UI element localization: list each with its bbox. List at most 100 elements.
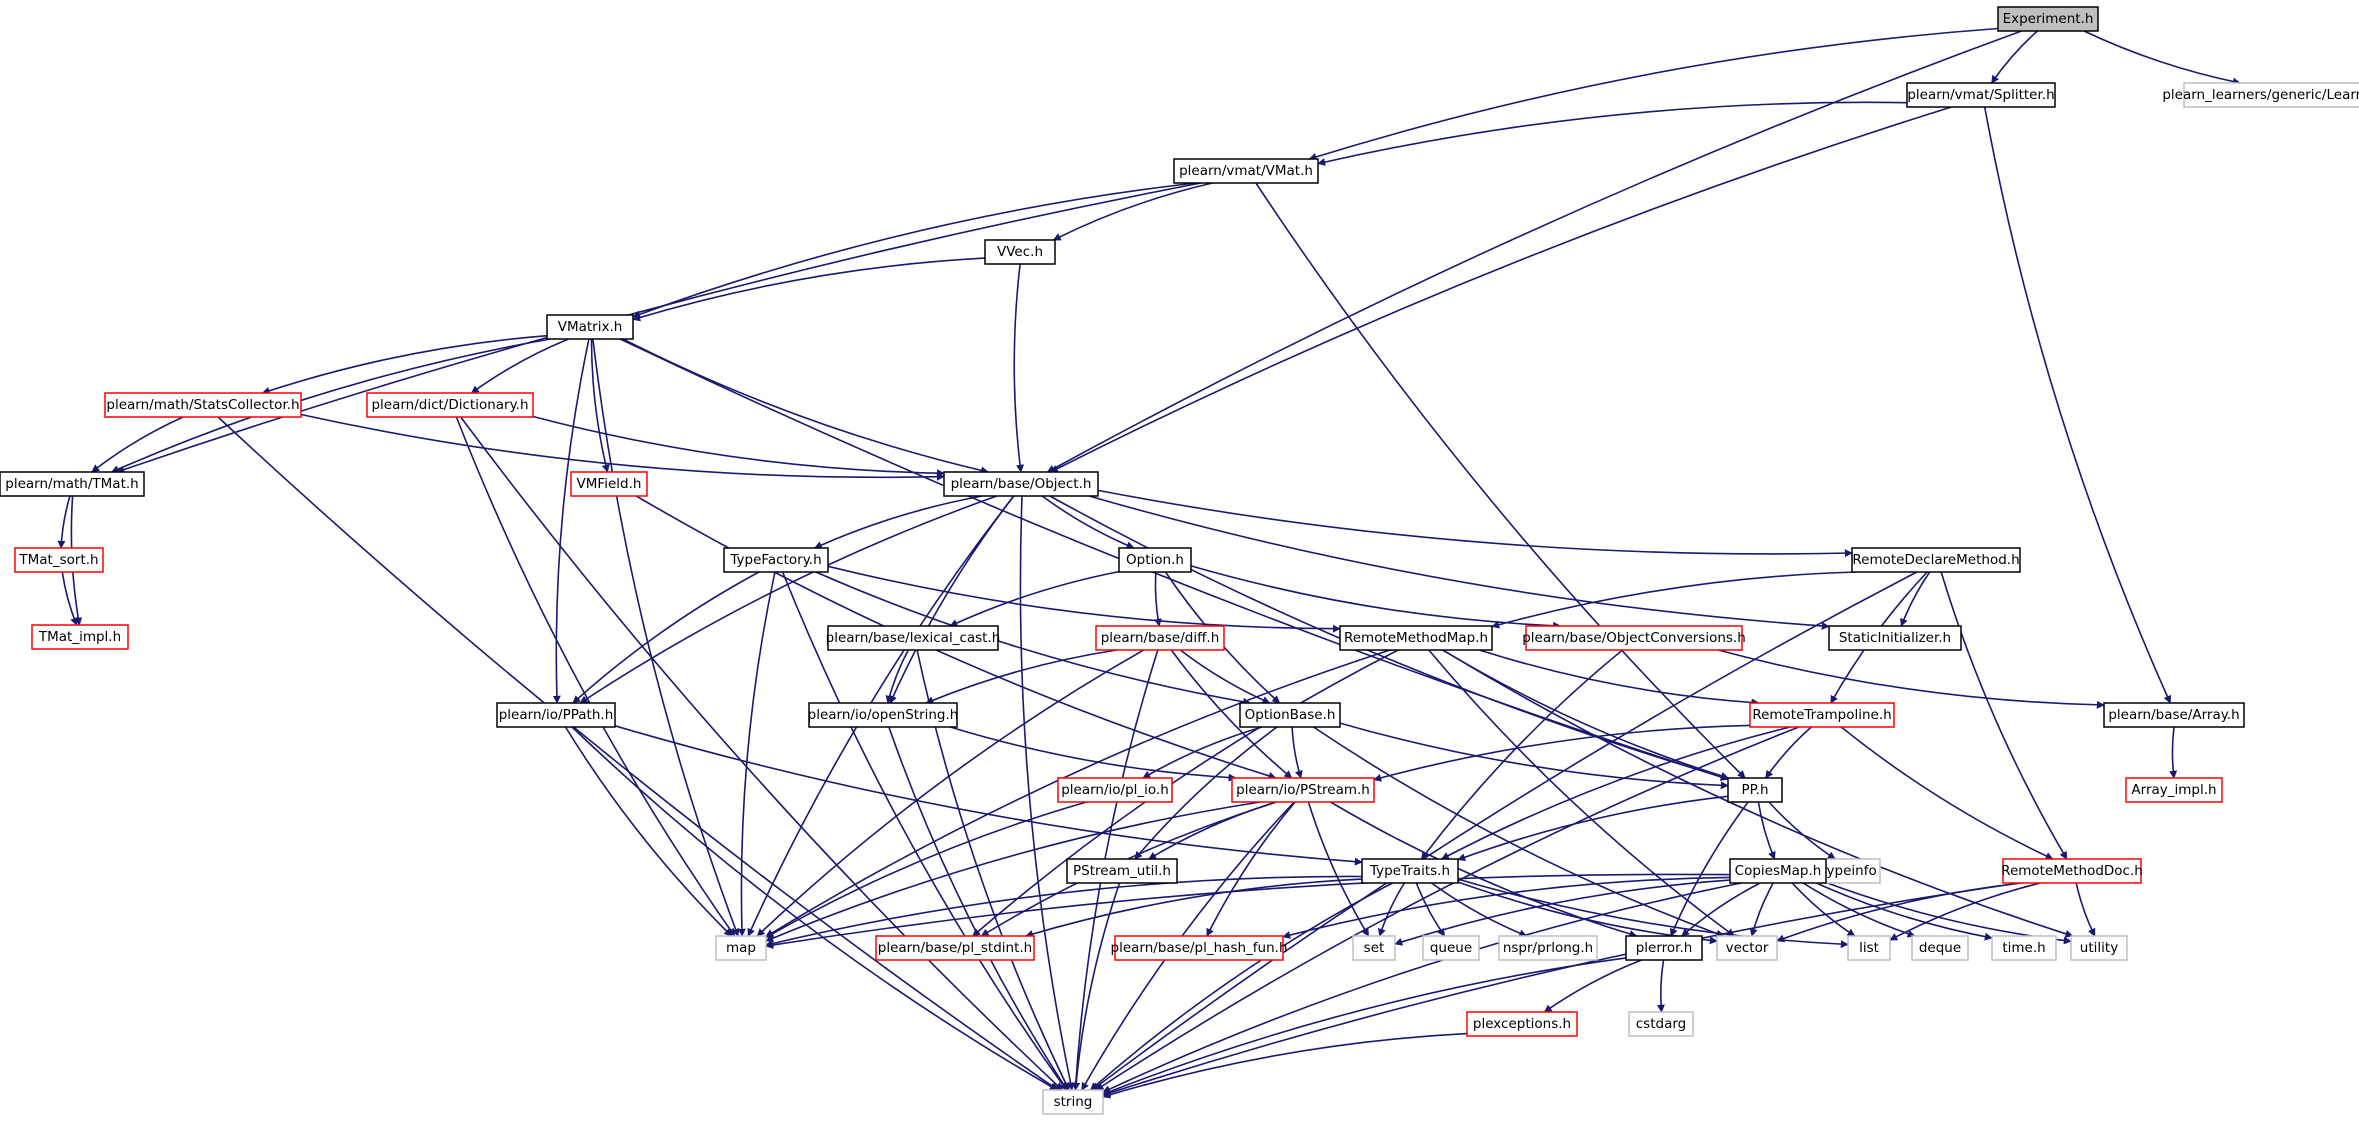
edge-optionbase-to-pp — [1339, 722, 1729, 790]
node-objconv[interactable]: plearn/base/ObjectConversions.h — [1522, 625, 1746, 651]
node-label-staticinit: StaticInitializer.h — [1839, 630, 1951, 646]
node-label-pstream: plearn/io/PStream.h — [1236, 782, 1370, 798]
node-timeh: time.h — [1991, 935, 2057, 961]
edge-vmatrix-to-object — [622, 338, 989, 475]
node-box-typefactory — [723, 547, 829, 573]
edge-experiment-to-learner — [2083, 30, 2241, 86]
edge-vmat-to-tmat — [116, 182, 1202, 474]
node-label-typetraits: TypeTraits.h — [1369, 863, 1450, 879]
node-label-plhashfun: plearn/base/pl_hash_fun.h — [1111, 940, 1288, 956]
node-deque: deque — [1911, 935, 1969, 961]
edge-plexceptions-to-string — [1102, 1032, 1468, 1099]
node-remotemethoddoc[interactable]: RemoteMethodDoc.h — [2001, 858, 2143, 884]
edge-remotemethodmap-to-remotetramp — [1479, 649, 1760, 707]
edge-option-to-objconv — [1190, 565, 1562, 630]
edge-typefactory-to-ppath — [572, 571, 760, 704]
node-option[interactable]: Option.h — [1118, 547, 1192, 573]
node-label-plerror: plerror.h — [1636, 940, 1693, 956]
node-remotetramp[interactable]: RemoteTrampoline.h — [1749, 702, 1895, 728]
node-label-set: set — [1364, 940, 1385, 956]
edge-copiesmap-to-map — [765, 873, 1731, 949]
node-vmfield[interactable]: VMField.h — [570, 471, 648, 497]
node-experiment[interactable]: Experiment.h — [1997, 6, 2099, 32]
node-box-cstdarg — [1628, 1011, 1694, 1037]
node-tmat[interactable]: plearn/math/TMat.h — [0, 471, 145, 497]
node-label-string: string — [1054, 1094, 1093, 1110]
edge-option-to-lexicalcast — [949, 570, 1120, 627]
node-typetraits[interactable]: TypeTraits.h — [1361, 858, 1459, 884]
node-label-dictionary: plearn/dict/Dictionary.h — [371, 397, 528, 413]
edge-pstream-to-plhashfun — [1206, 801, 1296, 937]
node-diff[interactable]: plearn/base/diff.h — [1095, 625, 1225, 651]
node-box-tmatsort — [14, 547, 104, 573]
edge-pp-to-plerror — [1670, 801, 1749, 937]
node-plerror[interactable]: plerror.h — [1625, 935, 1703, 961]
edge-typetraits-to-plstdint — [1025, 878, 1363, 938]
node-label-deque: deque — [1919, 940, 1961, 956]
edge-ppath-to-typetraits — [614, 725, 1363, 866]
node-label-tmatimpl: TMat_impl.h — [38, 629, 121, 645]
node-staticinit[interactable]: StaticInitializer.h — [1828, 625, 1962, 651]
edge-object-to-openstring — [889, 495, 1015, 704]
node-label-lexicalcast: plearn/base/lexical_cast.h — [826, 630, 1001, 646]
node-splitter[interactable]: plearn/vmat/Splitter.h — [1906, 82, 2056, 108]
edge-object-to-ppath — [579, 495, 998, 704]
node-label-statscollector: plearn/math/StatsCollector.h — [106, 397, 299, 413]
node-remotedeclare[interactable]: RemoteDeclareMethod.h — [1851, 547, 2021, 573]
edge-pstream-to-map — [765, 801, 1261, 942]
node-openstring[interactable]: plearn/io/openString.h — [808, 702, 959, 728]
node-label-vector: vector — [1726, 940, 1769, 956]
node-label-pp: PP.h — [1741, 782, 1768, 798]
node-box-optionbase — [1239, 702, 1341, 728]
node-dictionary[interactable]: plearn/dict/Dictionary.h — [366, 392, 534, 418]
node-label-plstdint: plearn/base/pl_stdint.h — [878, 940, 1032, 956]
node-pp[interactable]: PP.h — [1727, 777, 1783, 803]
node-cstdarg: cstdarg — [1628, 1011, 1694, 1037]
edge-object-to-remotedeclare — [1097, 489, 1853, 558]
node-plexceptions[interactable]: plexceptions.h — [1466, 1011, 1578, 1037]
node-statscollector[interactable]: plearn/math/StatsCollector.h — [104, 392, 302, 418]
edge-vvec-to-vmatrix — [632, 257, 986, 322]
edge-typetraits-to-map — [765, 875, 1363, 948]
node-pstreamutil[interactable]: PStream_util.h — [1066, 858, 1178, 884]
node-typefactory[interactable]: TypeFactory.h — [723, 547, 829, 573]
edge-ppath-to-map — [564, 726, 733, 937]
edge-diff-to-pstream — [1170, 649, 1293, 779]
node-array[interactable]: plearn/base/Array.h — [2103, 702, 2245, 728]
edge-vvec-to-object — [1013, 263, 1024, 473]
node-pstream[interactable]: plearn/io/PStream.h — [1231, 777, 1375, 803]
node-box-lexicalcast — [827, 625, 999, 651]
edge-remotemethodmap-to-map — [765, 649, 1391, 938]
node-remotemethodmap[interactable]: RemoteMethodMap.h — [1339, 625, 1493, 651]
node-vmatrix[interactable]: VMatrix.h — [546, 314, 634, 340]
node-object[interactable]: plearn/base/Object.h — [943, 471, 1099, 497]
node-box-vmatrix — [546, 314, 634, 340]
edge-typefactory-to-remotemethodmap — [827, 565, 1341, 633]
edge-tmatsort-to-tmatimpl — [61, 571, 78, 626]
node-arrayimpl[interactable]: Array_impl.h — [2125, 777, 2223, 803]
node-tmatimpl[interactable]: TMat_impl.h — [31, 624, 129, 650]
node-box-remotetramp — [1749, 702, 1895, 728]
node-tmatsort[interactable]: TMat_sort.h — [14, 547, 104, 573]
node-plstdint[interactable]: plearn/base/pl_stdint.h — [875, 935, 1035, 961]
node-vmat[interactable]: plearn/vmat/VMat.h — [1173, 158, 1319, 184]
edge-remotedeclare-to-staticinit — [1900, 571, 1931, 627]
node-box-vmfield — [570, 471, 648, 497]
node-lexicalcast[interactable]: plearn/base/lexical_cast.h — [826, 625, 1001, 651]
node-box-pp — [1727, 777, 1783, 803]
edge-openstring-to-pstream — [949, 726, 1237, 782]
node-plhashfun[interactable]: plearn/base/pl_hash_fun.h — [1111, 935, 1288, 961]
node-box-openstring — [808, 702, 958, 728]
node-box-vector — [1716, 935, 1778, 961]
edge-typetraits-to-set — [1378, 882, 1406, 937]
edge-object-to-option — [1041, 495, 1135, 549]
edge-copiesmap-to-plhashfun — [1282, 876, 1731, 939]
node-plio[interactable]: plearn/io/pl_io.h — [1057, 777, 1173, 803]
node-vvec[interactable]: VVec.h — [984, 239, 1056, 265]
node-copiesmap[interactable]: CopiesMap.h — [1729, 858, 1827, 884]
edge-copiesmap-to-string — [1102, 882, 1742, 1093]
node-optionbase[interactable]: OptionBase.h — [1239, 702, 1341, 728]
node-label-diff: plearn/base/diff.h — [1101, 630, 1220, 646]
node-ppath[interactable]: plearn/io/PPath.h — [496, 702, 616, 728]
edge-copiesmap-to-utility — [1825, 881, 2072, 945]
